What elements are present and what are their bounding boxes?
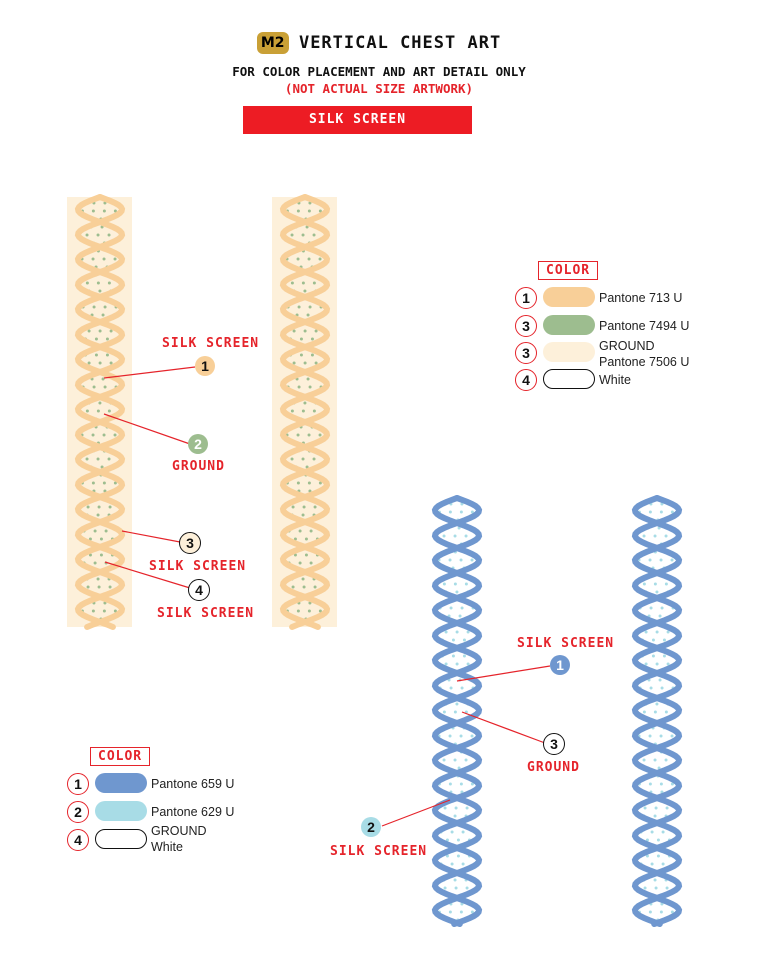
leader-line-3	[121, 530, 181, 543]
legend-a-item3-text: GROUND Pantone 7506 U	[599, 338, 689, 370]
legend-a-swatch-orange	[543, 287, 595, 307]
orange-strip-left-wave-right	[74, 194, 126, 630]
orange-strip-right-wave-left	[279, 194, 331, 630]
callout-b2-label: SILK SCREEN	[330, 844, 428, 859]
orange-strip-left-wave-left	[74, 194, 126, 630]
callout-b3-number: 3	[543, 733, 565, 755]
legend-a-item3-number: 3	[515, 342, 537, 364]
legend-a-title: COLOR	[538, 261, 599, 280]
legend-a-item2-number: 3	[515, 315, 537, 337]
leader-line-1	[103, 366, 196, 379]
legend-b-item3-number: 4	[67, 829, 89, 851]
page-title: VERTICAL CHEST ART	[298, 33, 502, 53]
callout-a2-label: GROUND	[172, 459, 225, 474]
legend-a-item3-line2: Pantone 7506 U	[599, 355, 690, 369]
legend-b-item2-text: Pantone 629 U	[151, 805, 235, 819]
artwork-orange	[67, 194, 337, 630]
callout-b1-label: SILK SCREEN	[517, 636, 615, 651]
callout-a3-label: SILK SCREEN	[149, 559, 247, 574]
callout-a4-label: SILK SCREEN	[157, 606, 255, 621]
legend-b-swatch-lightblue	[95, 801, 147, 821]
legend-a-item1-number: 1	[515, 287, 537, 309]
legend-b-item3-line1: GROUND	[151, 824, 207, 838]
legend-a-swatch-cream	[543, 342, 595, 362]
callout-b1-number: 1	[550, 655, 570, 675]
orange-strip-right-wave-right	[279, 194, 331, 630]
blue-strip-right-wave-right	[631, 495, 683, 927]
callout-a4-number: 4	[188, 579, 210, 601]
legend-a-swatch-white	[543, 369, 595, 389]
legend-a-item4-number: 4	[515, 369, 537, 391]
method-bar: SILK SCREEN	[243, 106, 472, 134]
leader-line-6	[461, 711, 546, 744]
legend-b-item2-number: 2	[67, 801, 89, 823]
leader-line-2	[103, 413, 191, 445]
blue-strip-left-wave-left	[431, 495, 483, 927]
badge-m2: M2	[256, 32, 289, 54]
orange-strip-left	[67, 194, 132, 630]
subtitle: FOR COLOR PLACEMENT AND ART DETAIL ONLY	[232, 64, 526, 79]
leader-line-7	[381, 799, 451, 827]
leader-line-5	[456, 665, 551, 682]
legend-a-item3-line1: GROUND	[599, 339, 655, 353]
legend-b-title: COLOR	[90, 747, 151, 766]
legend-b-swatch-blue	[95, 773, 147, 793]
callout-b3-label: GROUND	[527, 760, 580, 775]
callout-b2-number: 2	[361, 817, 381, 837]
callout-a1-number: 1	[195, 356, 215, 376]
blue-strip-left	[431, 495, 483, 927]
callout-a2-number: 2	[188, 434, 208, 454]
size-note: (NOT ACTUAL SIZE ARTWORK)	[284, 81, 474, 96]
header-title-row: M2 VERTICAL CHEST ART	[0, 32, 758, 54]
callout-a1-label: SILK SCREEN	[162, 336, 260, 351]
blue-strip-right	[631, 495, 683, 927]
leader-lines	[103, 366, 551, 827]
legend-a-item1-text: Pantone 713 U	[599, 291, 683, 305]
legend-b-item1-text: Pantone 659 U	[151, 777, 235, 791]
legend-a-item4-text: White	[599, 373, 631, 387]
leader-line-4	[104, 561, 191, 589]
orange-strip-right	[272, 194, 337, 630]
legend-a-swatch-green	[543, 315, 595, 335]
legend-b-swatch-white	[95, 829, 147, 849]
legend-b-item1-number: 1	[67, 773, 89, 795]
legend-b-item3-text: GROUND White	[151, 823, 207, 855]
blue-strip-right-wave-left	[631, 495, 683, 927]
callout-a3-number: 3	[179, 532, 201, 554]
legend-b-item3-line2: White	[151, 840, 183, 854]
artwork-blue	[431, 495, 683, 927]
legend-a-item2-text: Pantone 7494 U	[599, 319, 690, 333]
blue-strip-left-wave-right	[431, 495, 483, 927]
